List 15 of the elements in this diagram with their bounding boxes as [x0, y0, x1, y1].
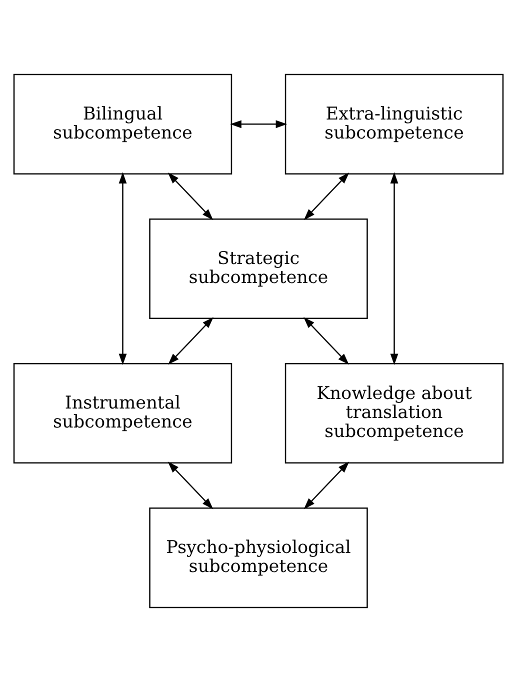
- arrow: [390, 172, 398, 365]
- node-box: Bilingual subcompetence: [12, 73, 232, 174]
- arrow: [167, 461, 213, 509]
- node-box: Extra-linguistic subcompetence: [284, 73, 504, 174]
- node-box: Psycho-physiological subcompetence: [148, 507, 368, 608]
- arrow: [230, 120, 287, 128]
- arrow: [303, 172, 349, 220]
- arrow: [167, 172, 213, 220]
- node-box: Knowledge about translation subcompetence: [284, 362, 504, 464]
- node-box: Instrumental subcompetence: [12, 362, 232, 464]
- arrow: [303, 461, 349, 509]
- node-box: Strategic subcompetence: [148, 218, 368, 318]
- arrow: [303, 316, 348, 364]
- arrow: [168, 316, 213, 364]
- arrow: [118, 172, 126, 365]
